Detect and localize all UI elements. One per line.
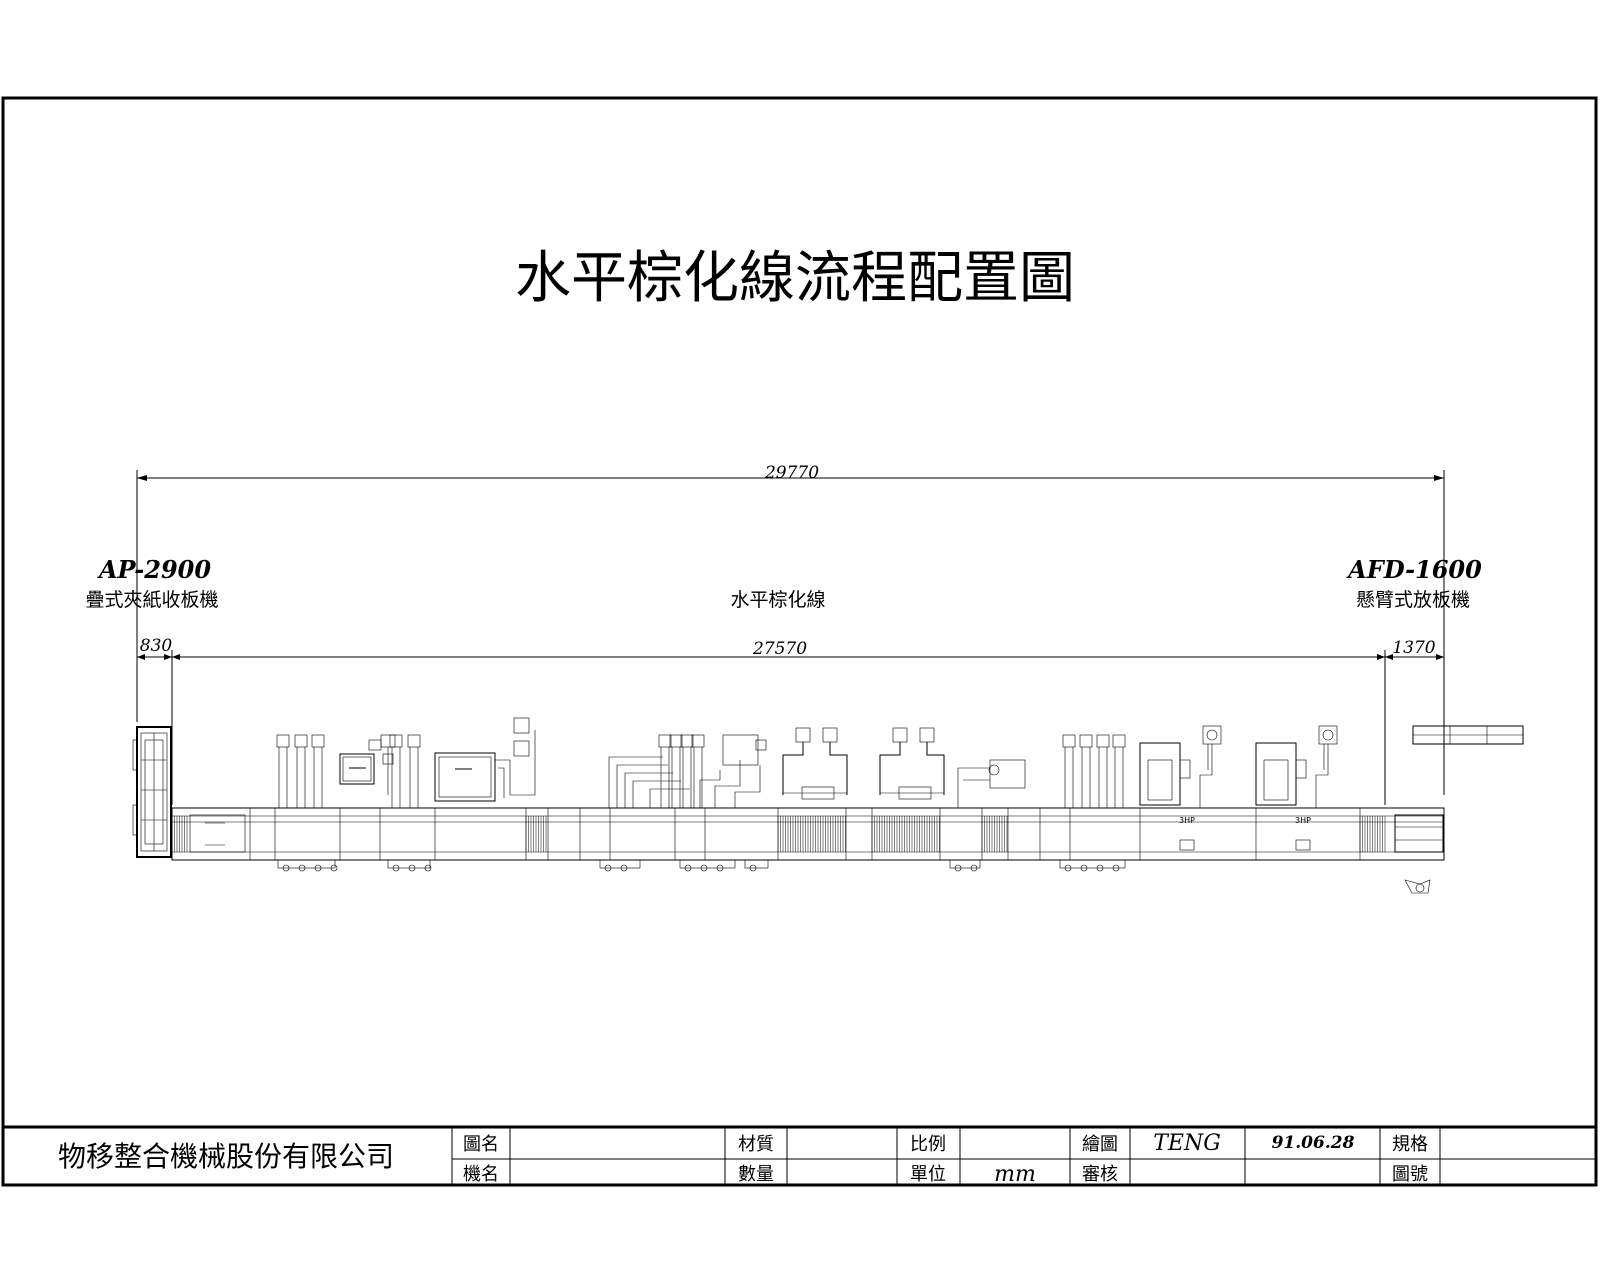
pump-wheel <box>684 864 692 872</box>
spec-label: 規格 <box>1392 1134 1428 1155</box>
legend-box <box>1412 725 1524 745</box>
pump-wheel <box>392 864 400 872</box>
segment-dimensions: 830 27570 1370 <box>137 636 1444 805</box>
left-dimension-text: 830 <box>140 636 173 656</box>
left-model-label: AP-2900 <box>97 555 211 584</box>
unloader-machine <box>132 726 172 858</box>
filter-cap <box>389 734 403 748</box>
module-dividers <box>249 808 1361 860</box>
pump-foot <box>599 859 641 869</box>
roller-sections <box>171 816 1386 852</box>
drawn-value: TENG <box>1153 1131 1221 1156</box>
filter-cap <box>669 734 683 748</box>
filter-cap <box>1096 734 1110 748</box>
quantity-label: 數量 <box>738 1164 774 1185</box>
filter-cap <box>1062 734 1076 748</box>
pump-wheel <box>424 864 432 872</box>
pump-wheel <box>716 864 724 872</box>
motor-unit-1: 3HP <box>1139 725 1222 851</box>
overall-dimension: 29770 <box>136 463 1445 795</box>
company-name: 物移整合機械股份有限公司 <box>58 1140 394 1173</box>
pump-wheel <box>1096 864 1104 872</box>
right-model-label: AFD-1600 <box>1346 555 1482 584</box>
pump-wheel <box>749 864 757 872</box>
drawing-name-label: 圖名 <box>463 1134 499 1155</box>
motor-label-1: 3HP <box>1179 816 1195 825</box>
overall-dimension-text: 29770 <box>764 463 819 483</box>
left-name-label: 疊式夾紙收板機 <box>85 589 218 611</box>
pump-wheel <box>604 864 612 872</box>
pump-wheel <box>954 864 962 872</box>
drawing-no-label: 圖號 <box>1392 1164 1428 1185</box>
motor-label-2: 3HP <box>1295 816 1311 825</box>
pump-wheel <box>330 864 338 872</box>
motor-unit-2: 3HP <box>1255 725 1338 851</box>
filter-cap <box>276 734 290 748</box>
scale-label: 比例 <box>910 1134 946 1155</box>
pump-wheel <box>298 864 306 872</box>
title-block: 物移整合機械股份有限公司 圖名 機名 材質 數量 比例 單位 mm 繪圖 TEN… <box>3 1125 1596 1187</box>
right-dimension-text: 1370 <box>1392 638 1435 658</box>
pump-wheel <box>970 864 978 872</box>
drawing-border <box>1 96 1598 1187</box>
pump-feet <box>277 859 1126 872</box>
pump-wheel <box>282 864 290 872</box>
drawn-label: 繪圖 <box>1082 1134 1118 1155</box>
filter-cap <box>1079 734 1093 748</box>
pump-foot <box>744 859 769 869</box>
chemical-tank-1 <box>339 734 396 795</box>
drawing-title: 水平棕化線流程配置圖 <box>515 246 1075 311</box>
control-box <box>957 759 1026 808</box>
center-dimension-text: 27570 <box>752 639 807 659</box>
filter-towers <box>276 734 1126 808</box>
loader-machine <box>1394 814 1444 894</box>
pump-wheel <box>314 864 322 872</box>
date-value: 91.06.28 <box>1272 1133 1355 1153</box>
pump-wheel <box>620 864 628 872</box>
pump-foot <box>277 859 336 869</box>
filter-cap <box>294 734 308 748</box>
filter-cap <box>311 734 325 748</box>
piping-manifold <box>608 734 767 808</box>
pump-wheel <box>700 864 708 872</box>
filter-unit-1 <box>782 727 848 800</box>
unit-value: mm <box>994 1162 1036 1187</box>
pump-foot <box>679 859 736 869</box>
filter-cap <box>658 734 672 748</box>
material-label: 材質 <box>738 1134 774 1155</box>
pump-wheel <box>1064 864 1072 872</box>
right-name-label: 懸臂式放板機 <box>1356 589 1470 611</box>
pump-wheel <box>1080 864 1088 872</box>
production-line: 3HP 3HP <box>132 717 1524 894</box>
check-label: 審核 <box>1082 1164 1118 1185</box>
filter-cap <box>1112 734 1126 748</box>
chemical-tank-2 <box>434 717 536 802</box>
filter-unit-2 <box>879 727 945 800</box>
machine-name-label: 機名 <box>463 1164 499 1185</box>
pump-wheel <box>408 864 416 872</box>
center-name-label: 水平棕化線 <box>730 589 825 611</box>
pump-wheel <box>1112 864 1120 872</box>
filter-cap <box>407 734 421 748</box>
filter-cap <box>691 734 705 748</box>
unit-label: 單位 <box>910 1164 946 1185</box>
pump-foot <box>1059 859 1126 869</box>
filter-cap <box>680 734 694 748</box>
pump-foot <box>949 859 981 869</box>
